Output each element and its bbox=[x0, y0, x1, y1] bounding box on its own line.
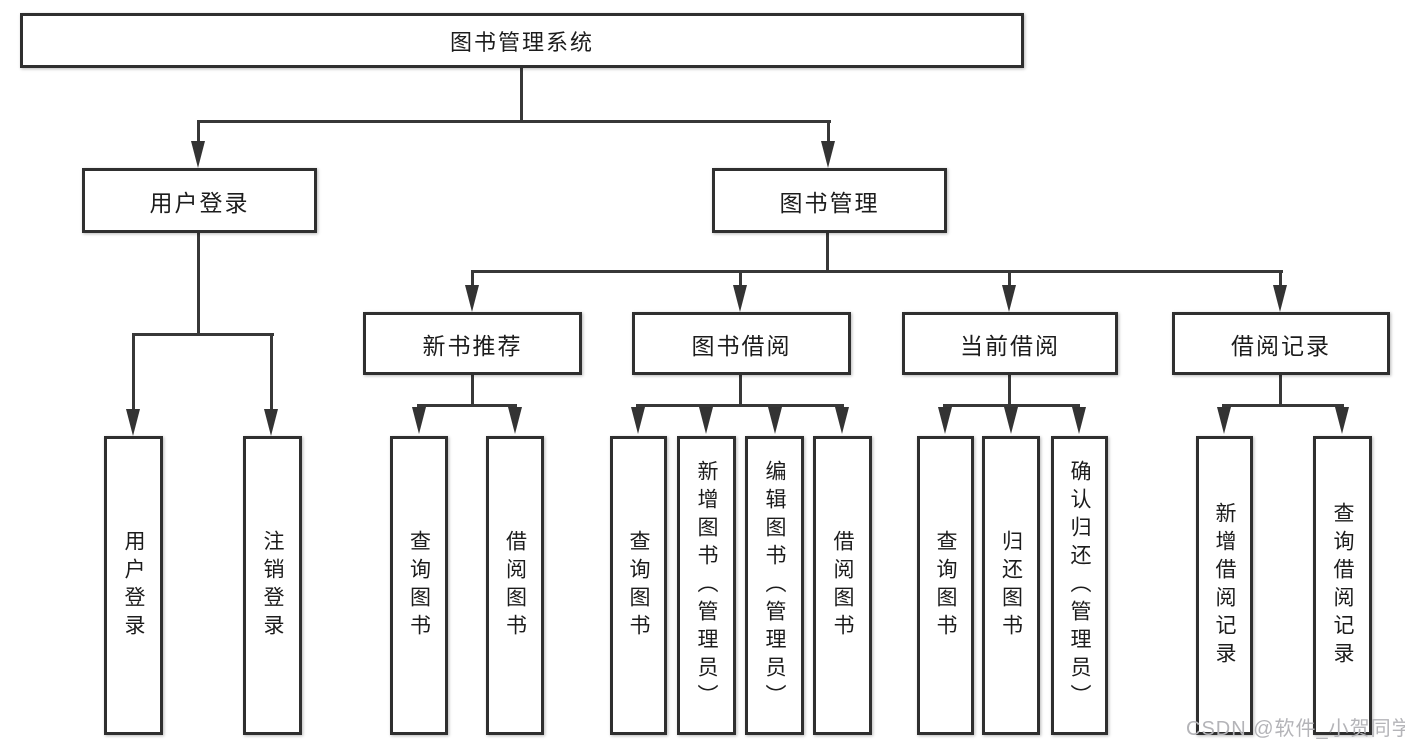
leaf-add-borrow-record: 新增借阅记录 bbox=[1196, 436, 1253, 735]
node-new-book-recommend-label: 新书推荐 bbox=[422, 332, 523, 359]
arrowhead-down-icon bbox=[733, 285, 747, 312]
arrowhead-down-icon bbox=[465, 285, 479, 312]
node-new-book-recommend: 新书推荐 bbox=[363, 312, 582, 375]
leaf-logout-label: 注销登录 bbox=[261, 529, 284, 642]
leaf-return-books: 归还图书 bbox=[982, 436, 1040, 735]
connector-vline bbox=[827, 120, 830, 143]
arrowhead-down-icon bbox=[821, 141, 835, 168]
arrowhead-down-icon bbox=[631, 407, 645, 434]
connector-vline bbox=[1008, 270, 1011, 287]
connector-vline bbox=[132, 333, 135, 411]
leaf-add-books-admin: 新增图书（管理员） bbox=[677, 436, 736, 735]
connector-vline bbox=[520, 67, 523, 123]
leaf-query-books-label: 查询图书 bbox=[934, 529, 957, 642]
arrowhead-down-icon bbox=[191, 141, 205, 168]
arrowhead-down-icon bbox=[264, 409, 278, 436]
arrowhead-down-icon bbox=[1002, 285, 1016, 312]
watermark-text: CSDN @软件_小贺同学 bbox=[1186, 718, 1405, 740]
connector-hline bbox=[636, 404, 844, 407]
connector-vline bbox=[1279, 373, 1282, 407]
connector-vline bbox=[270, 333, 273, 411]
leaf-edit-books-admin: 编辑图书（管理员） bbox=[745, 436, 804, 735]
leaf-user-login: 用户登录 bbox=[104, 436, 163, 735]
arrowhead-down-icon bbox=[1004, 407, 1018, 434]
leaf-return-books-label: 归还图书 bbox=[999, 529, 1023, 642]
node-book-borrow-label: 图书借阅 bbox=[691, 332, 792, 359]
leaf-borrow-books-label: 借阅图书 bbox=[503, 529, 527, 642]
leaf-confirm-return-admin: 确认归还（管理员） bbox=[1051, 436, 1108, 735]
node-book-borrow: 图书借阅 bbox=[632, 312, 851, 375]
node-current-borrow-label: 当前借阅 bbox=[960, 332, 1060, 359]
node-borrow-records: 借阅记录 bbox=[1172, 312, 1390, 375]
node-user-login: 用户登录 bbox=[82, 168, 317, 233]
leaf-query-books: 查询图书 bbox=[917, 436, 974, 735]
connector-hline bbox=[197, 120, 831, 123]
connector-hline bbox=[1222, 404, 1344, 407]
leaf-borrow-books: 借阅图书 bbox=[486, 436, 544, 735]
node-borrow-records-label: 借阅记录 bbox=[1231, 332, 1331, 359]
connector-hline bbox=[417, 404, 517, 407]
connector-vline bbox=[1279, 270, 1282, 287]
leaf-user-login-label: 用户登录 bbox=[122, 529, 145, 642]
node-user-login-label: 用户登录 bbox=[149, 189, 250, 216]
leaf-logout: 注销登录 bbox=[243, 436, 302, 735]
connector-vline bbox=[471, 270, 474, 287]
leaf-query-books: 查询图书 bbox=[390, 436, 448, 735]
connector-vline bbox=[739, 270, 742, 287]
node-book-management: 图书管理 bbox=[712, 168, 947, 233]
connector-vline bbox=[1008, 373, 1011, 407]
leaf-confirm-return-admin-label: 确认归还（管理员） bbox=[1068, 459, 1091, 712]
connector-vline bbox=[739, 373, 742, 407]
connector-vline bbox=[197, 232, 200, 336]
leaf-add-books-admin-label: 新增图书（管理员） bbox=[695, 459, 718, 712]
node-book-management-label: 图书管理 bbox=[779, 189, 880, 216]
connector-vline bbox=[826, 232, 829, 273]
leaf-edit-books-admin-label: 编辑图书（管理员） bbox=[763, 459, 786, 712]
leaf-borrow-books-label: 借阅图书 bbox=[831, 529, 854, 642]
arrowhead-down-icon bbox=[938, 407, 952, 434]
leaf-query-borrow-record-label: 查询借阅记录 bbox=[1331, 501, 1354, 670]
arrowhead-down-icon bbox=[412, 407, 426, 434]
node-root: 图书管理系统 bbox=[20, 13, 1024, 68]
leaf-query-borrow-record: 查询借阅记录 bbox=[1313, 436, 1372, 735]
arrowhead-down-icon bbox=[835, 407, 849, 434]
connector-vline bbox=[471, 373, 474, 407]
arrowhead-down-icon bbox=[1335, 407, 1349, 434]
leaf-query-books-label: 查询图书 bbox=[407, 529, 431, 642]
arrowhead-down-icon bbox=[768, 407, 782, 434]
node-root-label: 图书管理系统 bbox=[449, 29, 594, 55]
connector-hline bbox=[471, 270, 1283, 273]
arrowhead-down-icon bbox=[1072, 407, 1086, 434]
arrowhead-down-icon bbox=[1273, 285, 1287, 312]
connector-vline bbox=[197, 120, 200, 143]
arrowhead-down-icon bbox=[699, 407, 713, 434]
arrowhead-down-icon bbox=[508, 407, 522, 434]
connector-hline bbox=[943, 404, 1080, 407]
arrowhead-down-icon bbox=[1217, 407, 1231, 434]
connector-hline bbox=[132, 333, 274, 336]
leaf-borrow-books: 借阅图书 bbox=[813, 436, 872, 735]
node-current-borrow: 当前借阅 bbox=[902, 312, 1118, 375]
arrowhead-down-icon bbox=[126, 409, 140, 436]
leaf-add-borrow-record-label: 新增借阅记录 bbox=[1213, 501, 1236, 670]
leaf-query-books-label: 查询图书 bbox=[627, 529, 650, 642]
leaf-query-books: 查询图书 bbox=[610, 436, 667, 735]
